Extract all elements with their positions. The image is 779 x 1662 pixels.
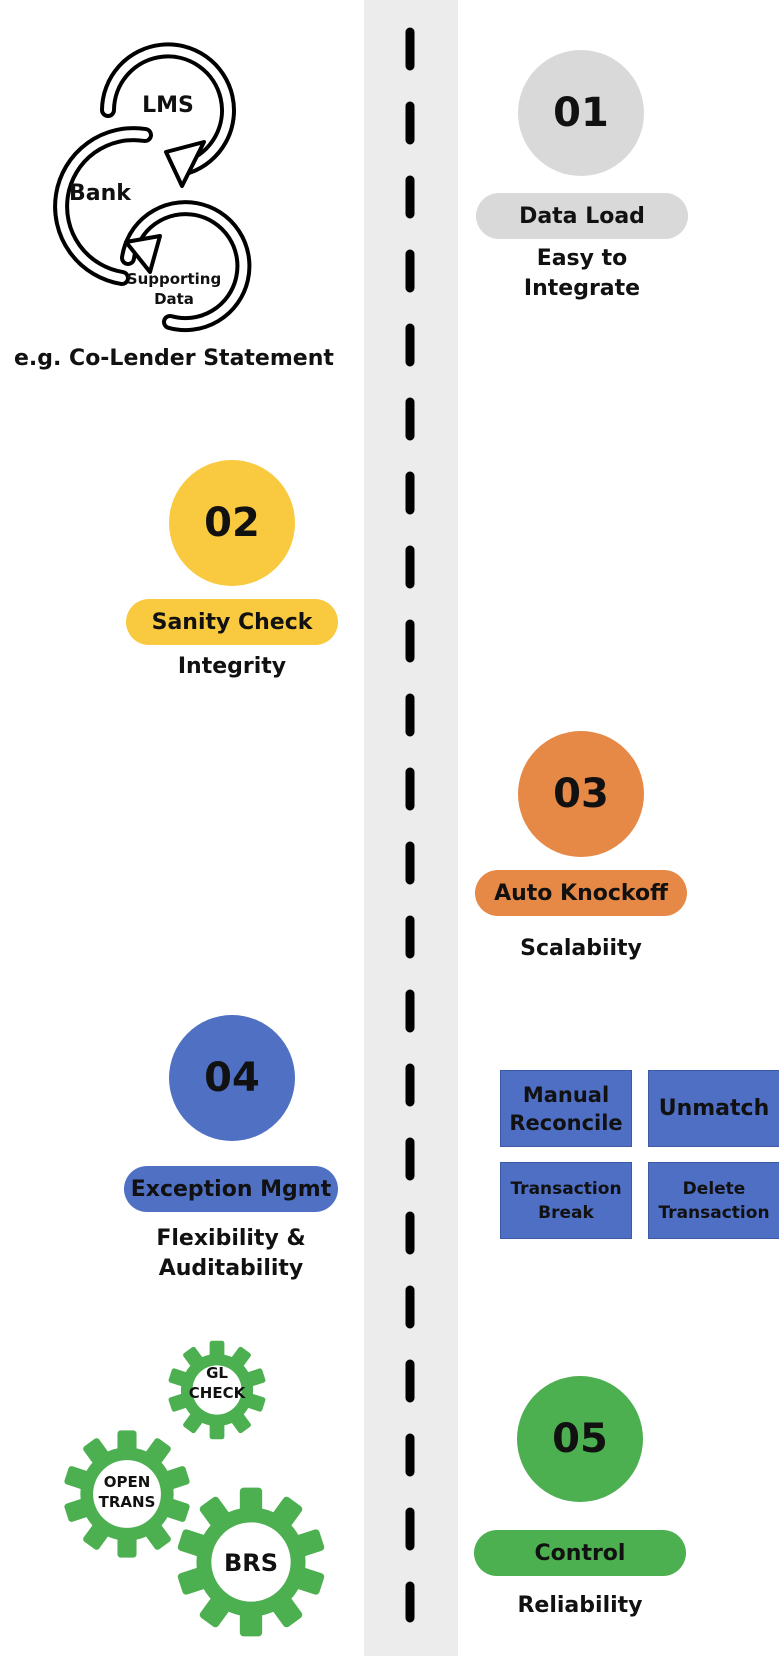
cycle-caption: e.g. Co-Lender Statement bbox=[14, 346, 334, 371]
stage-05-title-pill: Control bbox=[474, 1530, 686, 1576]
stage-02-circle: 02 bbox=[169, 460, 295, 586]
gears-illustration: GL CHECK OPEN TRANS bbox=[55, 1330, 335, 1650]
stage-05-circle: 05 bbox=[517, 1376, 643, 1502]
stage-01-title-pill: Data Load bbox=[476, 193, 688, 239]
gear-label-open: OPEN bbox=[104, 1473, 151, 1491]
transaction-break-box: Transaction Break bbox=[500, 1162, 632, 1239]
unmatch-box: Unmatch bbox=[648, 1070, 779, 1147]
stage-01-subtitle: Easy to Integrate bbox=[523, 246, 641, 301]
stage-04-title-pill: Exception Mgmt bbox=[124, 1166, 338, 1212]
manual-reconcile-box: Manual Reconcile bbox=[500, 1070, 632, 1147]
delete-transaction-box: Delete Transaction bbox=[648, 1162, 779, 1239]
stage-04-circle: 04 bbox=[169, 1015, 295, 1141]
cycle-label-data: Data bbox=[154, 290, 194, 308]
stage-05-subtitle: Reliability bbox=[517, 1593, 643, 1618]
stage-03-subtitle: Scalabiity bbox=[520, 936, 642, 961]
gear-label-check: CHECK bbox=[189, 1384, 247, 1402]
gear-label-brs: BRS bbox=[224, 1549, 278, 1577]
gear-label-trans: TRANS bbox=[99, 1493, 156, 1511]
stage-03-title-pill: Auto Knockoff bbox=[475, 870, 687, 916]
cycle-illustration: LMS Bank Supporting Data bbox=[30, 40, 260, 350]
stage-04-subtitle: Flexibility & Auditability bbox=[156, 1226, 306, 1281]
gear-brs-icon bbox=[176, 1487, 326, 1637]
gear-gl-check-icon bbox=[167, 1340, 267, 1440]
cycle-label-supporting: Supporting bbox=[127, 270, 221, 288]
stage-03-circle: 03 bbox=[518, 731, 644, 857]
stage-01-circle: 01 bbox=[518, 50, 644, 176]
cycle-label-bank: Bank bbox=[69, 181, 132, 206]
stage-02-title-pill: Sanity Check bbox=[126, 599, 338, 645]
cycle-label-lms: LMS bbox=[142, 93, 194, 118]
stage-02-subtitle: Integrity bbox=[177, 654, 287, 679]
gear-label-gl: GL bbox=[206, 1364, 228, 1382]
gear-open-trans-icon bbox=[63, 1430, 191, 1558]
